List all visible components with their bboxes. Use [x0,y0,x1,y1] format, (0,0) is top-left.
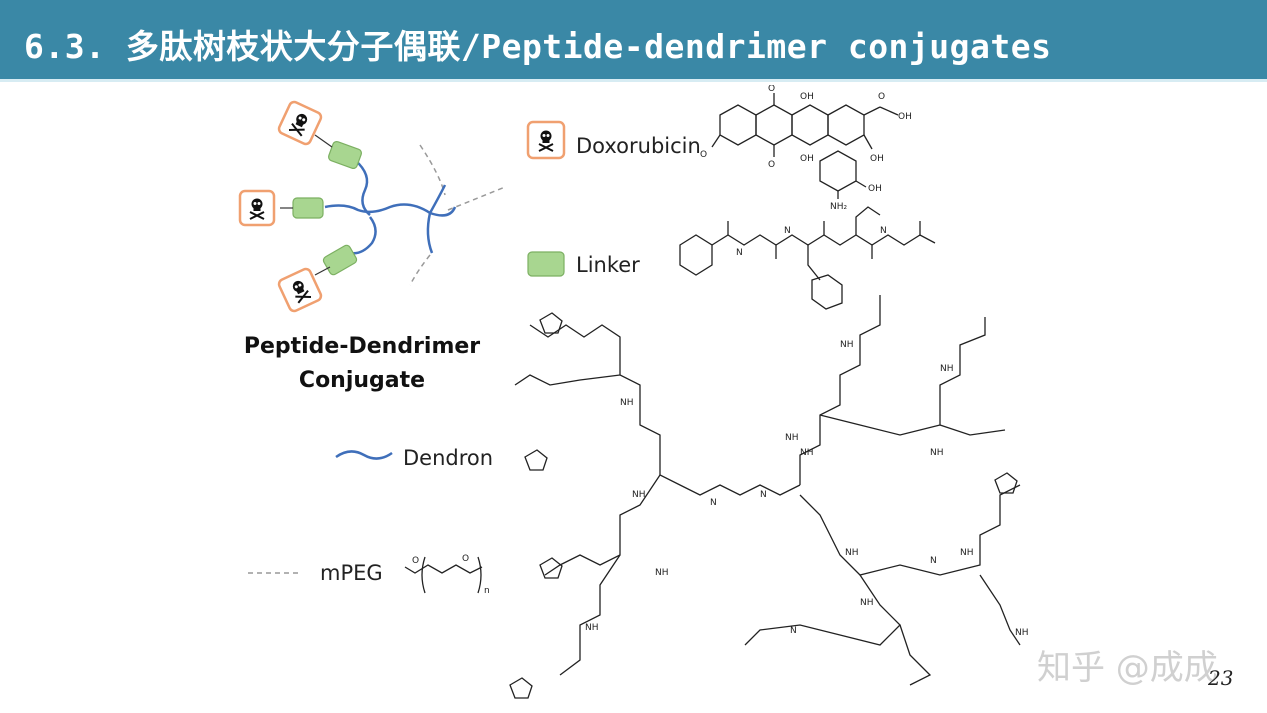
mpeg-branch [419,144,446,196]
page-title: 6.3. 多肽树枝状大分子偶联/Peptide-dendrimer conjug… [24,27,1052,66]
svg-text:N: N [880,226,887,236]
conjugate-label-line1: Peptide-Dendrimer [244,334,480,359]
conjugate-label-line2: Conjugate [299,368,425,393]
doxorubicin-structure: O O OH OH O OH O OH OH NH₂ [700,85,912,212]
svg-text:N: N [736,248,743,258]
mpeg-branch [447,186,506,211]
svg-text:NH: NH [620,398,634,408]
svg-text:NH: NH [930,448,944,458]
dendron-branch [429,206,457,217]
linker-block [322,244,358,276]
svg-text:NH: NH [800,448,814,458]
svg-text:N: N [930,556,937,566]
conjugate-illustration: Peptide-Dendrimer Conjugate [238,100,506,393]
svg-text:n: n [484,586,490,596]
svg-text:O: O [768,160,775,170]
dendron-branch [324,203,431,215]
diagram-canvas: Peptide-Dendrimer Conjugate Doxorubicin … [238,85,1029,699]
linker-block [328,140,362,170]
legend-mpeg: mPEG [320,561,383,585]
svg-text:NH: NH [940,364,954,374]
title-bar: 6.3. 多肽树枝状大分子偶联/Peptide-dendrimer conjug… [0,0,1267,82]
svg-text:OH: OH [868,184,882,194]
svg-text:NH₂: NH₂ [830,202,848,212]
dendron-branch [354,159,371,216]
dendron-structure: NH N N NH N NH NH NH NH NH NH NH NH NH N… [509,295,1029,699]
doxorubicin-icon [526,120,566,160]
svg-text:NH: NH [1015,628,1029,638]
dendron-branch [428,184,447,214]
svg-text:N: N [710,498,717,508]
svg-text:OH: OH [800,154,814,164]
blue-wave-icon [335,450,393,460]
page-number: 23 [1208,666,1234,690]
doxorubicin-box [277,100,323,146]
legend-dendron: Dendron [403,446,493,470]
svg-text:NH: NH [632,490,646,500]
svg-text:N: N [790,626,797,636]
svg-text:NH: NH [785,433,799,443]
mpeg-branch [409,254,431,286]
linker-block [292,197,324,219]
mpeg-structure: O O n [404,554,490,596]
svg-text:OH: OH [800,92,814,102]
svg-text:NH: NH [845,548,859,558]
svg-text:NH: NH [655,568,669,578]
watermark: 知乎 @成成 [1037,648,1218,688]
svg-text:O: O [412,556,419,566]
svg-text:NH: NH [585,623,599,633]
svg-text:O: O [768,85,775,94]
linker-structure: N N N [679,206,936,310]
doxorubicin-box [277,267,323,313]
legend-doxorubicin: Doxorubicin [576,134,701,158]
dendron-branch [426,212,434,254]
svg-text:O: O [700,150,707,160]
svg-text:OH: OH [898,112,912,122]
dendron-branch [349,216,377,255]
svg-text:O: O [462,554,469,564]
svg-text:NH: NH [860,598,874,608]
legend-linker: Linker [576,253,640,277]
linker-icon [527,251,565,277]
svg-text:O: O [878,92,885,102]
svg-text:NH: NH [840,340,854,350]
svg-text:NH: NH [960,548,974,558]
svg-text:OH: OH [870,154,884,164]
doxorubicin-box [238,189,276,227]
legend: Doxorubicin Linker Dendron mPEG [248,120,701,585]
svg-text:N: N [760,490,767,500]
svg-text:N: N [784,226,791,236]
